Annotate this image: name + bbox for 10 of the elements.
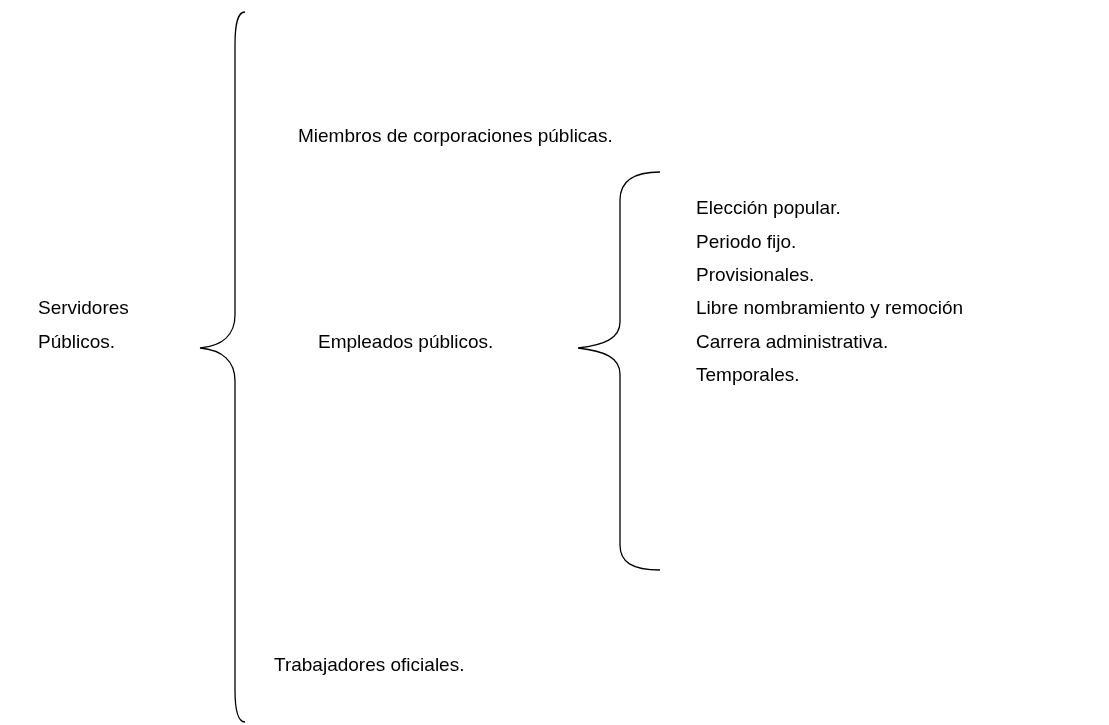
category-label: Trabajadores oficiales. [274, 653, 465, 677]
subcategory-label: Provisionales. [696, 263, 815, 287]
subcategory-label: Periodo fijo. [696, 230, 797, 254]
subcategory-label: Libre nombramiento y remoción [696, 296, 964, 320]
category-label: Empleados públicos. [318, 330, 494, 354]
category-label: Miembros de corporaciones públicas. [298, 124, 613, 148]
subcategory-label: Elección popular. [696, 196, 841, 220]
subcategory-label: Temporales. [696, 363, 800, 387]
root-category-label: Servidores Públicos. [38, 296, 130, 354]
subcategory-label: Carrera administrativa. [696, 330, 889, 354]
